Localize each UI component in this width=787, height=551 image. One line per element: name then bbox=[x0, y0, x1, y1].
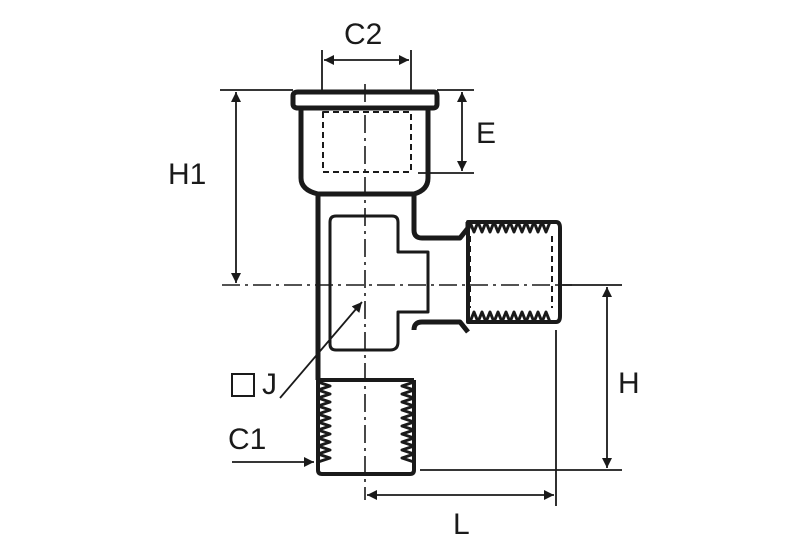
label-e: E bbox=[476, 117, 497, 150]
socket-bore-hidden bbox=[322, 111, 412, 173]
label-j: J bbox=[262, 368, 277, 401]
top-nut-outline bbox=[290, 89, 440, 111]
top-socket-body bbox=[298, 108, 431, 197]
label-h: H bbox=[618, 367, 640, 400]
label-l: L bbox=[453, 508, 470, 541]
side-thread-crests-bottom bbox=[468, 310, 552, 324]
side-thread-crests-top bbox=[468, 220, 552, 234]
label-h1: H1 bbox=[168, 158, 207, 191]
label-c2: C2 bbox=[344, 18, 383, 51]
stem-outline bbox=[315, 194, 471, 380]
label-c1: C1 bbox=[228, 423, 267, 456]
square-symbol-icon bbox=[231, 373, 255, 397]
bottom-thread-crests-right bbox=[400, 380, 416, 464]
side-branch-outline bbox=[411, 319, 470, 334]
bottom-thread-outline bbox=[316, 378, 416, 476]
bottom-thread-crests-left bbox=[316, 380, 332, 464]
j-leader bbox=[279, 301, 363, 399]
side-thread-outline bbox=[466, 220, 562, 324]
inner-passage bbox=[328, 214, 430, 352]
